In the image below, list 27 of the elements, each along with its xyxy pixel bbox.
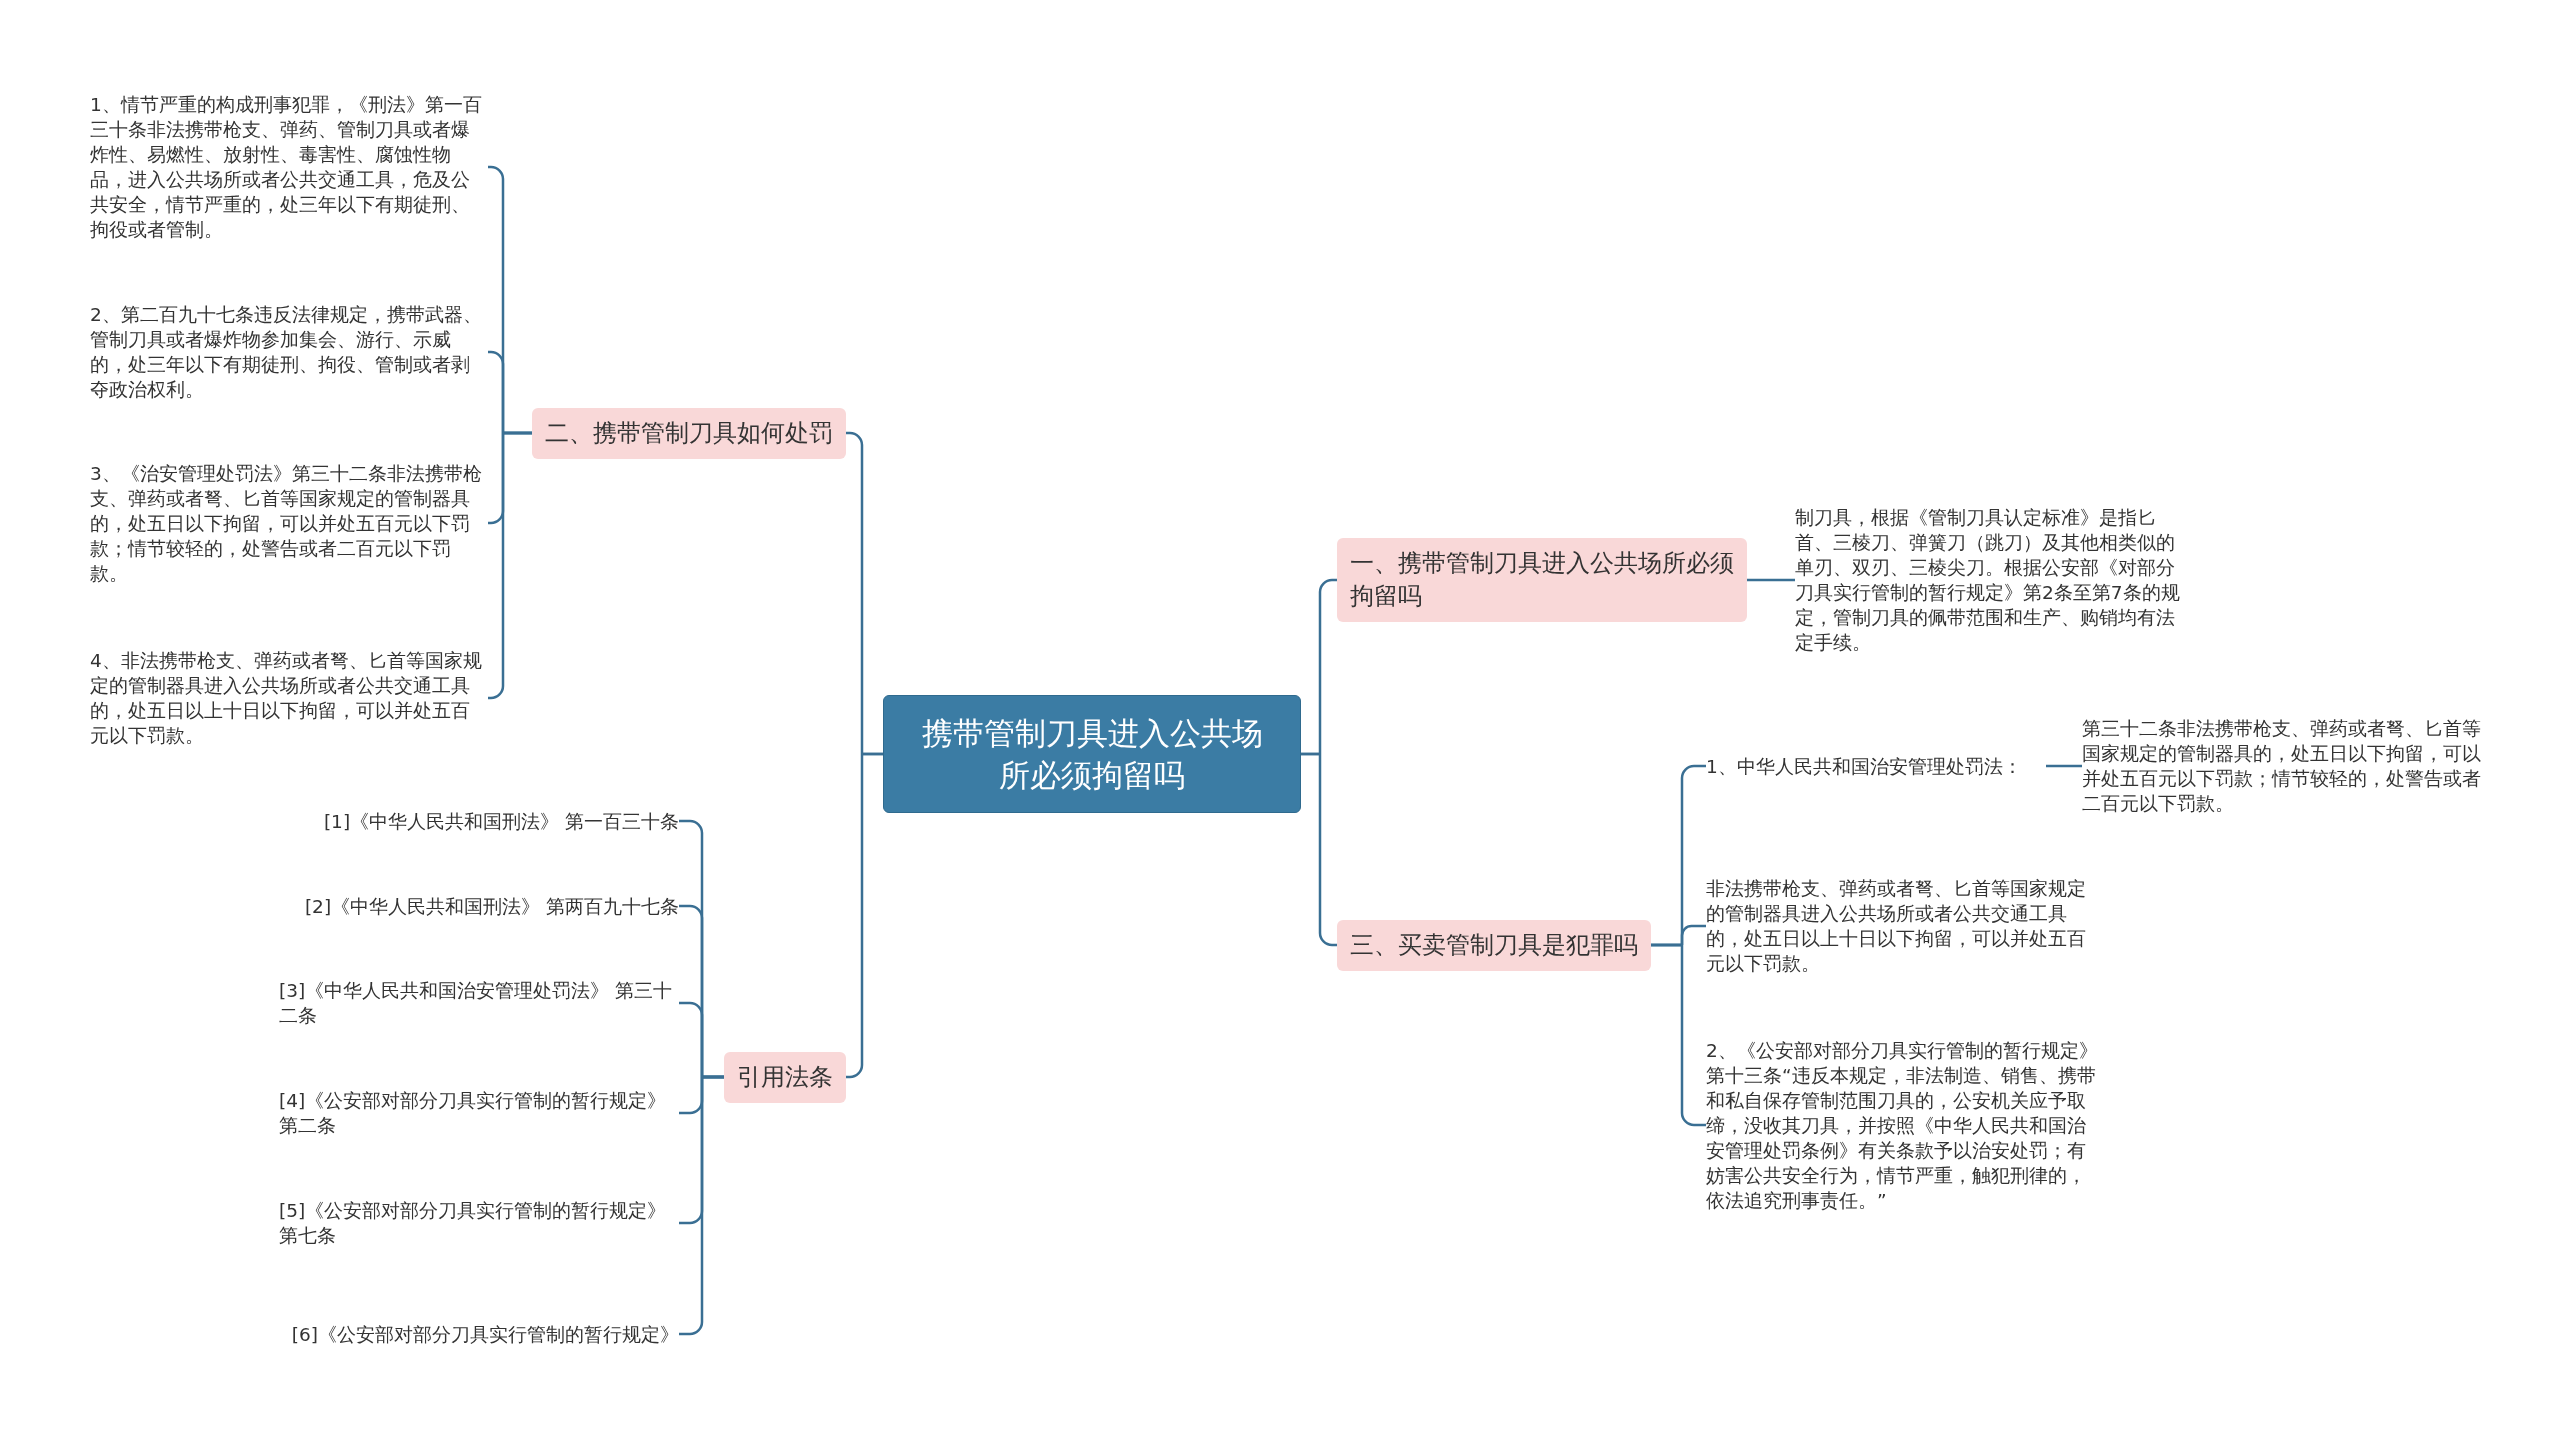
citation-text: [2]《中华人民共和国刑法》 第两百九十七条 [304,893,679,919]
citation-text: [4]《公安部对部分刀具实行管制的暂行规定》第二条 [279,1088,679,1138]
note-text: 2、《公安部对部分刀具实行管制的暂行规定》第十三条“违反本规定，非法制造、销售、携带和私自保存管制范围刀具的，公安机关应予取缔，没收其刀具，并按照《中华人民共和国治安管理处罚条例》有关条款予以治安处罚；有妨害公共安全行为，情节严重，触犯刑律的，依法追究刑事责任。” [1706,1037,2104,1213]
connector-line [1649,943,1708,1127]
citation-text: [6]《公安部对部分刀具实行管制的暂行规定》 [291,1321,679,1347]
citation-text: [5]《公安部对部分刀具实行管制的暂行规定》第七条 [279,1198,679,1248]
connector-line [677,1075,726,1336]
central-topic-box: 携带管制刀具进入公共场所必须拘留吗 [883,695,1301,813]
branch-topic-box: 二、携带管制刀具如何处罚 [532,407,846,459]
note-text: 3、《治安管理处罚法》第三十二条非法携带枪支、弹药或者弩、匕首等国家规定的管制器具的，处五日以下拘留，可以并处五百元以下罚款；情节较轻的，处警告或者二百元以下罚款。 [90,460,488,586]
note-text: 1、中华人民共和国治安管理处罚法： [1706,753,2046,779]
connector-line [486,431,534,700]
connector-line [2046,764,2082,768]
note-text: 4、非法携带枪支、弹药或者弩、匕首等国家规定的管制器具进入公共场所或者公共交通工具的，处五日以上十日以下拘留，可以并处五百元以下罚款。 [90,648,488,748]
connector-line [1747,578,1795,582]
note-text: 第三十二条非法携带枪支、弹药或者弩、匕首等国家规定的管制器具的，处五日以下拘留，可以并处五百元以下罚款；情节较轻的，处警告或者二百元以下罚款。 [2082,716,2482,816]
branch-topic-box: 引用法条 [724,1051,846,1103]
note-text: 制刀具，根据《管制刀具认定标准》是指匕首、三棱刀、弹簧刀（跳刀）及其他相类似的单刃、双刃、三棱尖刀。根据公安部《对部分刀具实行管制的暂行规定》第2条至第7条的规定，管制刀具的佩带范围和生产、购销均有法定手续。 [1795,505,2193,655]
note-text: 非法携带枪支、弹药或者弩、匕首等国家规定的管制器具进入公共场所或者公共交通工具的，处五日以上十日以下拘留，可以并处五百元以下罚款。 [1706,876,2104,976]
connector-line [844,752,885,1079]
note-text: 1、情节严重的构成刑事犯罪，《刑法》第一百三十条非法携带枪支、弹药、管制刀具或者爆炸性、易燃性、放射性、毒害性、腐蚀性物品，进入公共场所或者公共交通工具，危及公共安全，情节严重的，处三年以下有期徒刑、拘役或者管制。 [90,92,488,242]
branch-topic-box: 一、携带管制刀具进入公共场所必须拘留吗 [1337,538,1747,622]
citation-text: [3]《中华人民共和国治安管理处罚法》 第三十二条 [279,978,679,1028]
connector-line [1299,752,1339,947]
branch-topic-box: 三、买卖管制刀具是犯罪吗 [1337,919,1651,971]
note-text: 2、第二百九十七条违反法律规定，携带武器、管制刀具或者爆炸物参加集会、游行、示威的，处三年以下有期徒刑、拘役、管制或者剥夺政治权利。 [90,302,488,402]
citation-text: [1]《中华人民共和国刑法》 第一百三十条 [323,808,679,834]
